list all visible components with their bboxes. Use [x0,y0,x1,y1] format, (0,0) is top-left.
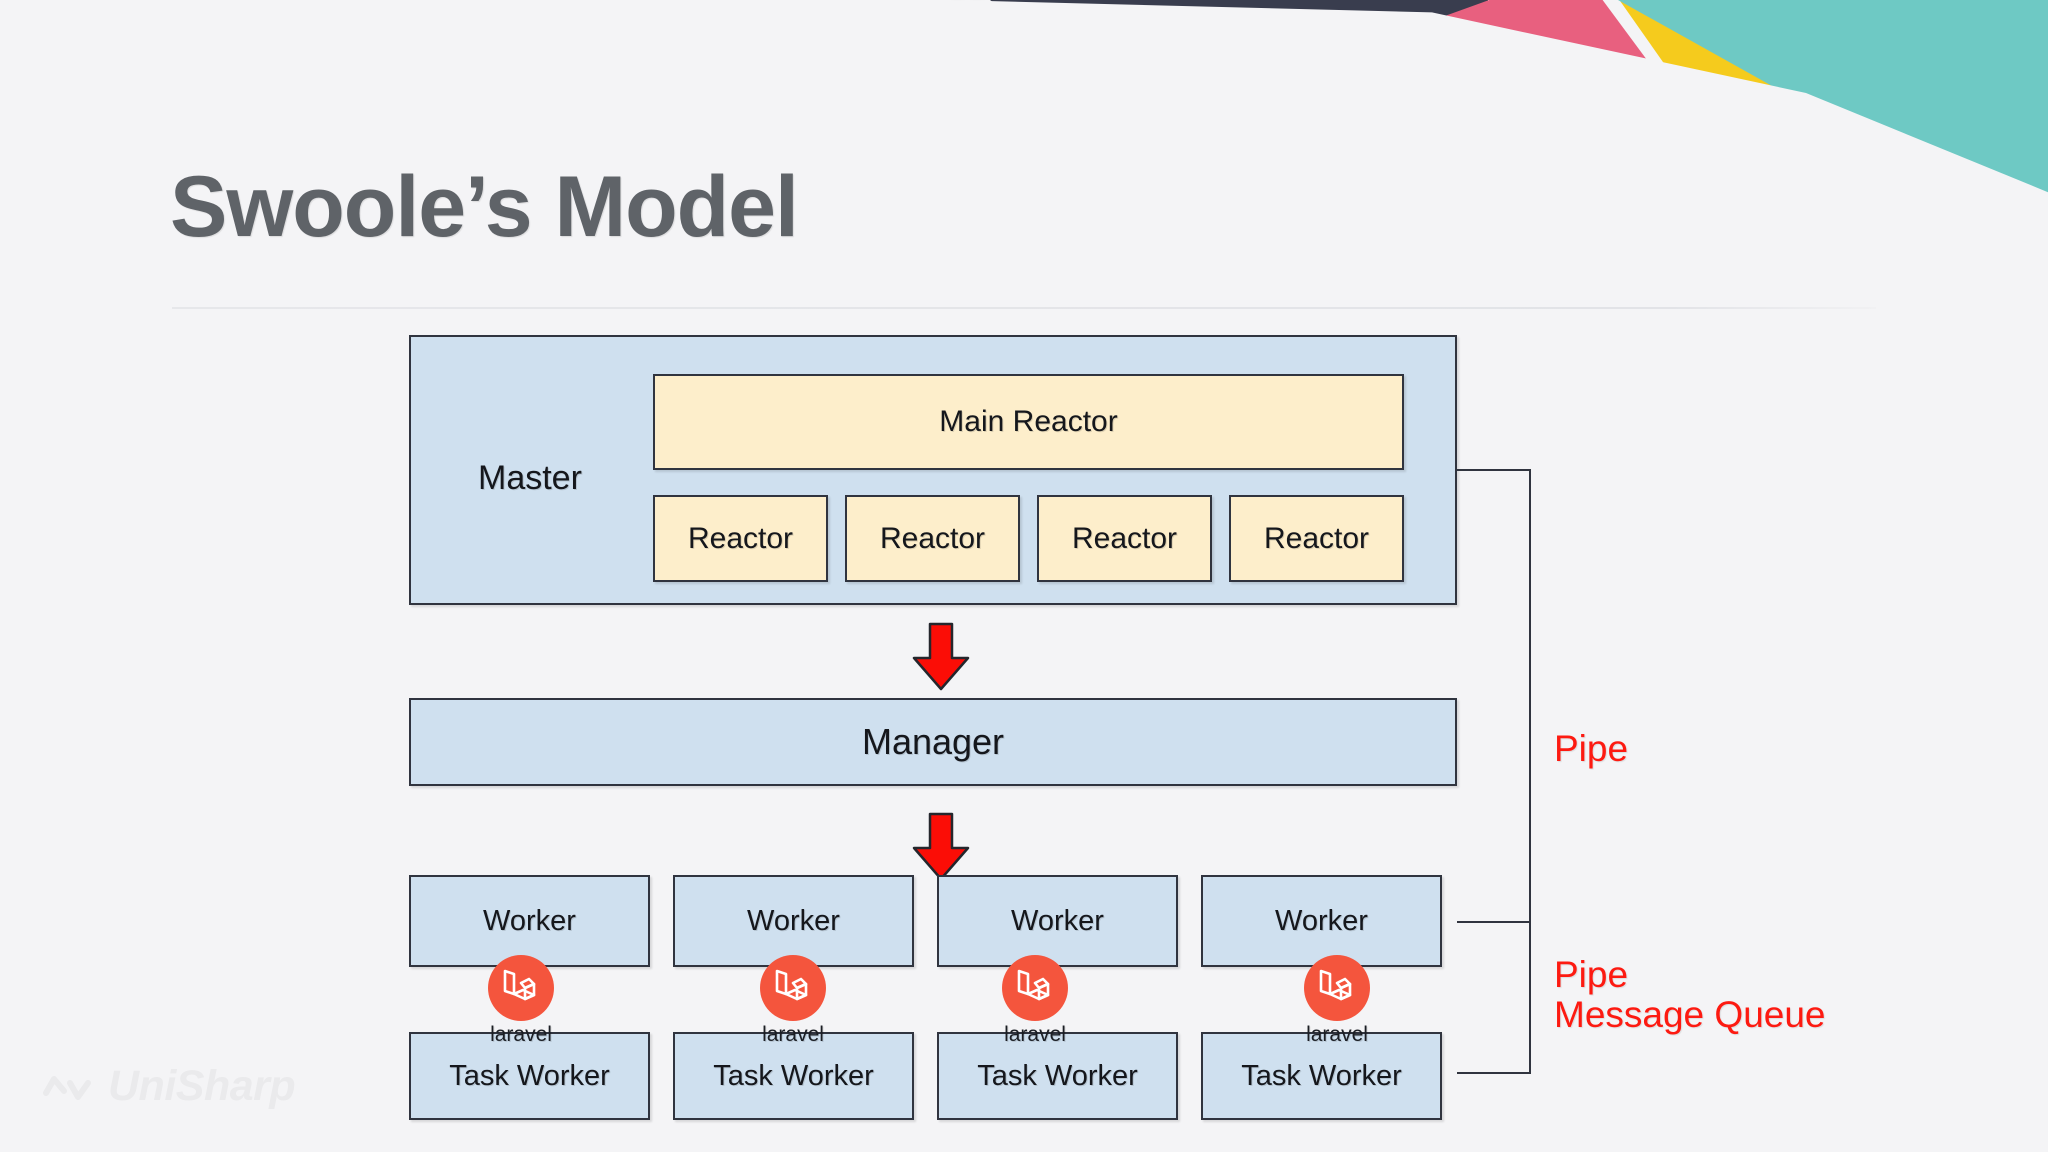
page-title: Swoole’s Model [170,159,799,255]
reactor-box: Reactor [1037,495,1212,582]
unisharp-watermark: UniSharp [40,1062,296,1111]
connector-master-to-pipe [1457,469,1531,471]
worker-box: Worker [937,875,1178,967]
pipe-label-lower-line2: Message Queue [1554,993,1826,1035]
worker-box: Worker [409,875,650,967]
task-worker-box: Task Worker [1201,1032,1442,1120]
title-divider [172,307,1876,309]
manager-process-box: Manager [409,698,1457,786]
laravel-logo-icon [1319,969,1352,1001]
reactor-box: Reactor [845,495,1020,582]
worker-box: Worker [1201,875,1442,967]
reactor-box: Reactor [1229,495,1404,582]
task-worker-box: Task Worker [673,1032,914,1120]
connector-pipe-vertical [1529,470,1531,1074]
chain-link-icon [43,1075,91,1100]
laravel-logo-icon [503,969,536,1001]
main-reactor-box: Main Reactor [653,374,1404,470]
master-label: Master [478,459,582,497]
arrow-down-icon [906,812,976,887]
laravel-logo-icon [1017,969,1050,1001]
reactor-box: Reactor [653,495,828,582]
laravel-logo-icon [775,969,808,1001]
unisharp-wordmark: UniSharp [108,1062,296,1110]
connector-worker-to-pipe [1457,921,1531,923]
worker-box: Worker [673,875,914,967]
pipe-label-lower-line1: Pipe [1554,954,1629,995]
connector-task-worker-to-pipe [1457,1072,1531,1074]
pipe-label-upper: Pipe [1554,728,1629,769]
arrow-down-icon [906,622,976,697]
task-worker-box: Task Worker [409,1032,650,1120]
pipe-label-lower: Pipe Message Queue [1554,955,1826,1035]
task-worker-box: Task Worker [937,1032,1178,1120]
